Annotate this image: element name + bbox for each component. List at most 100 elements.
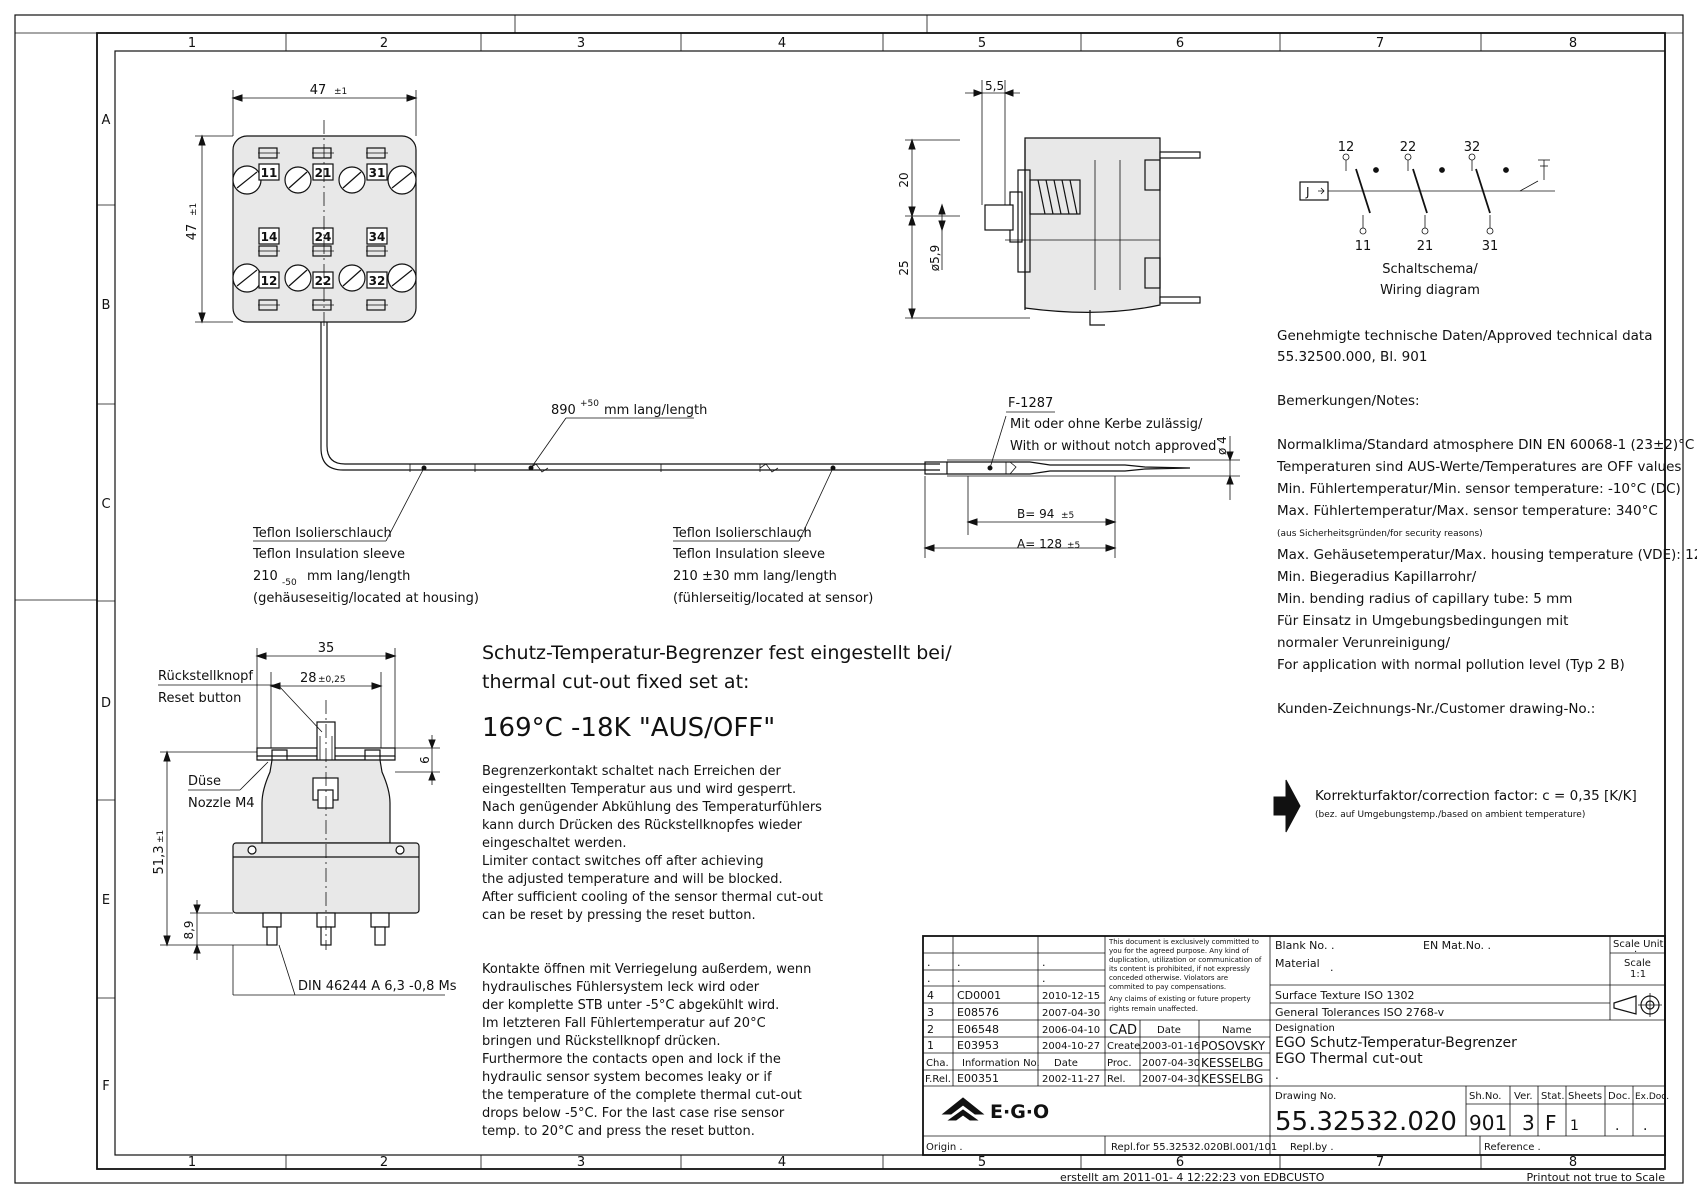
para1-line: Nach genügender Abkühlung des Temperatur… bbox=[482, 800, 822, 815]
dim-height-tol: ±1 bbox=[189, 203, 199, 216]
material-label: Material bbox=[1275, 957, 1320, 970]
top-view: 47 ±1 47 ±1 11 bbox=[185, 83, 418, 330]
col-date: Date bbox=[1054, 1058, 1078, 1069]
sleeve1-length-unit: mm lang/length bbox=[307, 569, 410, 584]
terminal-22: 22 bbox=[315, 274, 332, 288]
para2-line: Im letzteren Fall Fühlertemperatur auf 2… bbox=[482, 1016, 766, 1031]
para1-line: eingeschaltet werden. bbox=[482, 836, 627, 851]
note-line: Min. Biegeradius Kapillarrohr/ bbox=[1277, 569, 1477, 585]
para2-line: der komplette STB unter -5°C abgekühlt w… bbox=[482, 998, 779, 1013]
para2-line: temp. to 20°C and press the reset button… bbox=[482, 1124, 755, 1139]
col-label: 8 bbox=[1569, 36, 1577, 51]
wiring-label-21: 21 bbox=[1417, 239, 1434, 254]
dim-28-tol: ±0,25 bbox=[318, 675, 346, 685]
note-line: Max. Fühlertemperatur/Max. sensor temper… bbox=[1277, 503, 1658, 519]
rev-info: E06548 bbox=[957, 1023, 999, 1036]
dim-b-tol: ±5 bbox=[1061, 511, 1074, 521]
dim-a-tol: ±5 bbox=[1067, 541, 1080, 551]
reset-label-de: Rückstellknopf bbox=[158, 669, 253, 684]
note-line: Max. Gehäusetemperatur/Max. housing temp… bbox=[1277, 547, 1697, 563]
reference: Reference . bbox=[1484, 1142, 1541, 1153]
row-labels: A B C D E F bbox=[101, 113, 111, 1094]
note-line: For application with normal pollution le… bbox=[1277, 657, 1625, 673]
version: 3 bbox=[1522, 1111, 1535, 1135]
frel-info: E00351 bbox=[957, 1072, 999, 1085]
setpoint: 169°C -18K "AUS/OFF" bbox=[482, 713, 775, 743]
terminal-24: 24 bbox=[315, 230, 332, 244]
dim-5-5: 5,5 bbox=[985, 79, 1004, 93]
legal-line: commited to pay compensations. bbox=[1109, 983, 1226, 991]
para2-line: hydraulisches Fühlersystem leck wird ode… bbox=[482, 980, 760, 995]
drawing-number: 55.32532.020 bbox=[1275, 1107, 1457, 1137]
sleeve1-line2: Teflon Insulation sleeve bbox=[252, 547, 405, 562]
notch-note-de: Mit oder ohne Kerbe zulässig/ bbox=[1010, 417, 1203, 432]
origin: Origin . bbox=[926, 1142, 963, 1153]
front-view: 35 28 ±0,25 6 bbox=[152, 641, 457, 996]
printout-note: Printout not true to Scale bbox=[1526, 1171, 1665, 1184]
designation-line2: EGO Thermal cut-out bbox=[1275, 1051, 1423, 1067]
row-label: D bbox=[101, 696, 111, 711]
rev-date: 2007-04-30 bbox=[1042, 1008, 1100, 1019]
col-label: 4 bbox=[778, 1155, 786, 1170]
para1-line: Limiter contact switches off after achie… bbox=[482, 854, 764, 869]
dim-width-tol: ±1 bbox=[334, 87, 347, 97]
correction-factor-sub: (bez. auf Umgebungstemp./based on ambien… bbox=[1315, 810, 1585, 820]
customer-drawing-no: Kunden-Zeichnungs-Nr./Customer drawing-N… bbox=[1277, 701, 1595, 717]
rel-date: 2007-04-30 bbox=[1142, 1074, 1200, 1085]
exdoc: . bbox=[1643, 1118, 1647, 1134]
dim-6: 6 bbox=[418, 756, 432, 764]
sleeve1-length-tol: -50 bbox=[282, 578, 297, 588]
para2-line: Kontakte öffnen mit Verriegelung außerde… bbox=[482, 962, 811, 977]
wiring-caption-de: Schaltschema/ bbox=[1382, 262, 1478, 277]
para2-line: the temperature of the complete thermal … bbox=[482, 1088, 802, 1103]
created-stamp: erstellt am 2011-01- 4 12:22:23 von EDBC… bbox=[1060, 1171, 1325, 1184]
frel-date: 2002-11-27 bbox=[1042, 1074, 1100, 1085]
designation-label: Designation bbox=[1275, 1023, 1335, 1034]
legal-line: Any claims of existing or future propert… bbox=[1109, 995, 1251, 1003]
col-label: 3 bbox=[577, 1155, 585, 1170]
column-labels-bottom: 1 2 3 4 5 6 7 8 bbox=[188, 1155, 1577, 1170]
terminal-31: 31 bbox=[369, 166, 386, 180]
dim-25: 25 bbox=[897, 260, 911, 275]
sleeve2-line2: Teflon Insulation sleeve bbox=[672, 547, 825, 562]
approved-data: Genehmigte technische Daten/Approved tec… bbox=[1277, 328, 1652, 344]
heading-en: thermal cut-out fixed set at: bbox=[482, 671, 749, 693]
wiring-label-11: 11 bbox=[1355, 239, 1372, 254]
col-label: 6 bbox=[1176, 1155, 1184, 1170]
para1-line: kann durch Drücken des Rückstellknopfes … bbox=[482, 818, 803, 833]
terminal-14: 14 bbox=[261, 230, 278, 244]
col-label: 2 bbox=[380, 1155, 388, 1170]
col-label: 1 bbox=[188, 36, 196, 51]
designation-line3: . bbox=[1275, 1068, 1279, 1082]
projection-symbol-icon bbox=[1613, 993, 1662, 1017]
col-label: 6 bbox=[1176, 36, 1184, 51]
rev-idx: 4 bbox=[927, 989, 934, 1002]
terminal-11: 11 bbox=[261, 166, 278, 180]
rev-date: 2004-10-27 bbox=[1042, 1041, 1100, 1052]
rev-idx: 1 bbox=[927, 1039, 934, 1052]
rev-idx: 3 bbox=[927, 1006, 934, 1019]
rev-info: CD0001 bbox=[957, 989, 1001, 1002]
rev-date: 2006-04-10 bbox=[1042, 1025, 1100, 1036]
dim-20: 20 bbox=[897, 172, 911, 187]
sensor-code: F-1287 bbox=[1008, 396, 1053, 411]
para1-line: can be reset by pressing the reset butto… bbox=[482, 908, 756, 923]
svg-text:J: J bbox=[1305, 185, 1310, 199]
replaces: Repl.for 55.32532.020Bl.001/101 bbox=[1111, 1142, 1277, 1153]
dim-height: 47 bbox=[185, 224, 200, 241]
terminal-12: 12 bbox=[261, 274, 278, 288]
para2-line: hydraulic sensor system becomes leaky or… bbox=[482, 1070, 772, 1085]
col-label: 5 bbox=[978, 36, 986, 51]
heading-de: Schutz-Temperatur-Begrenzer fest eingest… bbox=[482, 642, 952, 664]
rel-name: KESSELBG bbox=[1201, 1072, 1263, 1086]
cad-date-h: Date bbox=[1157, 1025, 1181, 1036]
notes-heading: Bemerkungen/Notes: bbox=[1277, 393, 1420, 409]
column-labels-top: 1 2 3 4 5 6 7 8 bbox=[188, 36, 1577, 51]
row-label: B bbox=[102, 298, 111, 313]
exdoc-label: Ex.Doc. bbox=[1635, 1092, 1669, 1102]
notch-note-en: With or without notch approved bbox=[1010, 439, 1216, 454]
col-label: 2 bbox=[380, 36, 388, 51]
dim-51-3: 51,3 bbox=[152, 846, 167, 875]
create-label: Create. bbox=[1107, 1041, 1143, 1052]
side-view: 5,5 20 25 ø5,9 bbox=[897, 79, 1201, 326]
